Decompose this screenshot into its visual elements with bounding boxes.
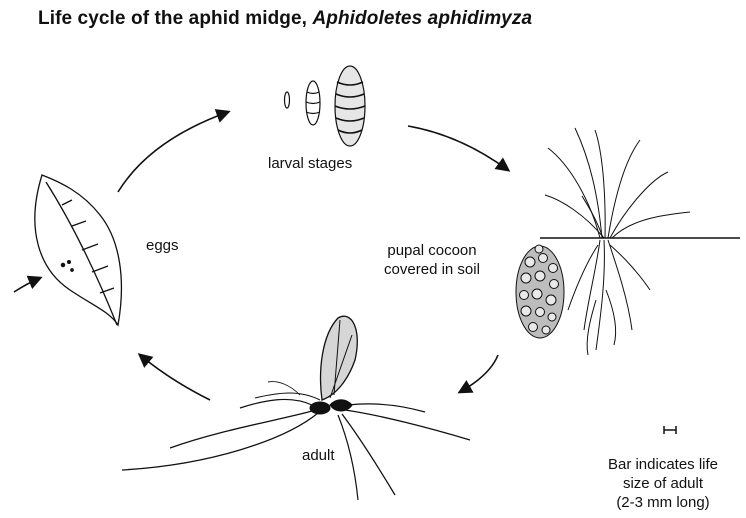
label-pupal-cocoon: pupal cocoon covered in soil: [372, 241, 492, 279]
scale-bar: [664, 426, 676, 434]
scale-note-line-2: size of adult: [588, 474, 738, 493]
arrow-larva-to-pupa: [408, 126, 508, 170]
scale-note-line-1: Bar indicates life: [588, 455, 738, 474]
arrow-pupa-to-adult: [460, 355, 498, 392]
label-adult: adult: [302, 446, 335, 465]
arrow-eggs-to-larva: [118, 112, 228, 192]
label-larval-stages: larval stages: [268, 154, 352, 173]
grass-roots-illustration: [540, 128, 740, 355]
larva-large: [335, 66, 365, 146]
label-pupal-line-2: covered in soil: [372, 260, 492, 279]
label-eggs: eggs: [146, 236, 179, 255]
larva-small: [285, 92, 290, 108]
scale-note: Bar indicates life size of adult (2-3 mm…: [588, 455, 738, 512]
leaf-illustration: [35, 175, 122, 325]
pupal-cocoon-illustration: [516, 245, 564, 338]
label-pupal-line-1: pupal cocoon: [372, 241, 492, 260]
scale-note-line-3: (2-3 mm long): [588, 493, 738, 512]
arrow-adult-to-eggs: [140, 355, 210, 400]
arrow-into-leaf: [14, 278, 40, 292]
adult-midge-illustration: [122, 316, 470, 500]
larva-illustration: [285, 66, 366, 146]
